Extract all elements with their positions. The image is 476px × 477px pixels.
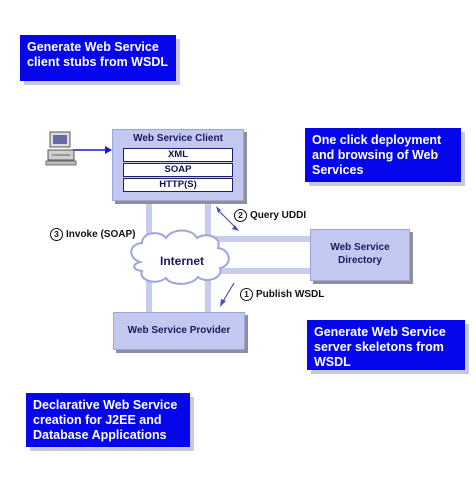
stack-row-soap: SOAP <box>123 163 233 177</box>
flow-invoke-number: 3 <box>50 228 63 241</box>
flow-publish-text: Publish WSDL <box>256 289 325 301</box>
callout-deployment: One click deployment and browsing of Web… <box>305 128 461 182</box>
query-arrow <box>217 209 237 229</box>
pipe-query <box>211 236 311 242</box>
callout-client-stubs: Generate Web Service client stubs from W… <box>20 35 176 81</box>
callout-declarative: Declarative Web Service creation for J2E… <box>26 393 190 447</box>
flow-query-number: 2 <box>234 209 247 222</box>
workstation-arrowhead <box>105 146 112 154</box>
publish-arrow <box>221 282 235 304</box>
query-arrowhead-top <box>216 206 221 213</box>
web-service-directory-node: Web Service Directory <box>310 229 410 281</box>
protocol-stack: XML SOAP HTTP(S) <box>123 148 233 192</box>
internet-label: Internet <box>160 254 205 268</box>
internet-cloud <box>130 229 230 285</box>
web-service-client-title: Web Service Client <box>133 133 223 144</box>
callout-skeletons: Generate Web Service server skeletons fr… <box>307 320 465 370</box>
publish-arrowhead <box>220 299 226 307</box>
flow-query-text: Query UDDI <box>250 210 307 222</box>
query-arrowhead-bottom <box>232 225 239 231</box>
stack-row-xml: XML <box>123 148 233 162</box>
computer-icon <box>45 131 77 166</box>
flow-invoke-text: Invoke (SOAP) <box>66 229 136 241</box>
web-service-client-node: Web Service Client XML SOAP HTTP(S) <box>112 129 244 201</box>
pipe-publish <box>211 268 311 274</box>
web-service-provider-node: Web Service Provider <box>113 312 245 350</box>
stack-row-https: HTTP(S) <box>123 178 233 192</box>
flow-publish-number: 1 <box>240 288 253 301</box>
